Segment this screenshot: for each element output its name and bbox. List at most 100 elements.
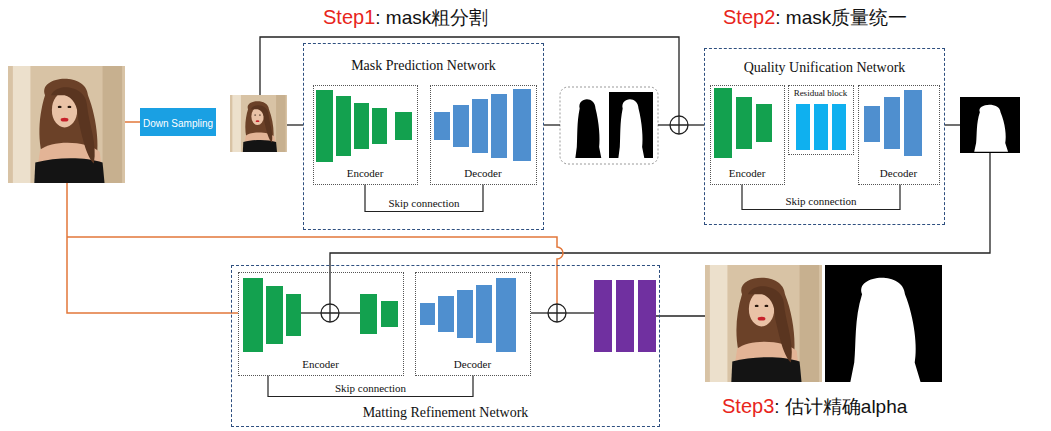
decoder-layers	[457, 290, 473, 338]
data-flow-line	[544, 124, 560, 125]
coarse-masks	[560, 87, 658, 164]
data-flow-line	[658, 124, 670, 125]
output-layers	[594, 280, 656, 352]
step-description: : mask粗分割	[375, 5, 488, 31]
encoder-layers	[736, 97, 752, 149]
encoder-box: Encoder	[313, 85, 418, 185]
decoder-layers	[496, 278, 516, 352]
data-flow-line	[260, 37, 679, 116]
decoder-box: Decoder	[415, 272, 531, 376]
alpha-matte	[825, 265, 942, 382]
encoder-layers	[286, 294, 301, 336]
decoder-layers	[476, 285, 492, 343]
add-symbol	[321, 304, 339, 322]
decoder-layers	[513, 89, 531, 161]
decoder-box: Decoder	[858, 85, 940, 185]
image-flow-line	[67, 183, 238, 313]
downsampled-photo	[230, 95, 287, 152]
step-description: : mask质量统一	[775, 5, 907, 31]
residual-layers	[814, 104, 828, 150]
output-layers	[594, 280, 612, 352]
residual-layers	[796, 104, 846, 150]
add-symbol	[548, 304, 566, 322]
downsampled-photo	[230, 95, 287, 152]
node-label: Mask Prediction Network	[351, 58, 496, 75]
encoder-box: Encoder	[710, 85, 785, 185]
node-label: Decoder	[880, 167, 917, 180]
node-label: Encoder	[729, 167, 766, 180]
image-flow-line	[67, 237, 563, 304]
step-heading: Step3: 估计精确alpha	[722, 394, 907, 420]
residual-layers	[796, 104, 810, 150]
encoder-layers	[360, 294, 377, 334]
decoder-layers	[438, 296, 454, 332]
add-symbol	[321, 116, 688, 322]
add-symbol	[670, 116, 688, 134]
output-photo	[705, 265, 822, 382]
encoder-box: Encoder	[238, 272, 404, 376]
step-number: Step3	[722, 395, 774, 418]
step-description: : 估计精确alpha	[774, 394, 907, 420]
alpha-matte	[825, 265, 942, 382]
unified-mask	[960, 97, 1020, 153]
data-flow-line	[531, 312, 548, 313]
encoder-layers	[395, 112, 412, 140]
data-flow-line	[656, 315, 705, 316]
data-flow-line	[688, 124, 704, 125]
node-label: Encoder	[347, 167, 384, 180]
encoder-layers	[756, 104, 772, 142]
coarse-masks	[618, 99, 644, 158]
network-box: Matting Refinement Network EncoderDecoder	[231, 265, 660, 427]
node-label: Decoder	[464, 167, 501, 180]
data-flow-line	[566, 312, 594, 313]
data-flow-line	[260, 37, 990, 316]
encoder-layers	[714, 88, 732, 158]
add-symbol	[548, 304, 566, 322]
image-flow-line	[67, 122, 563, 313]
add-symbol	[670, 116, 688, 134]
node-label: Down Sampling	[143, 118, 213, 129]
encoder-layers	[316, 90, 333, 162]
data-flow-line	[945, 124, 960, 125]
data-flow-line	[287, 124, 303, 125]
step-heading: Step2: mask质量统一	[723, 5, 907, 31]
node-label: Matting Refinement Network	[363, 405, 529, 422]
node-label: Quality Unification Network	[744, 60, 906, 77]
output-layers	[616, 280, 634, 352]
add-symbol	[321, 304, 339, 322]
unified-mask	[960, 97, 1020, 153]
decoder-layers	[904, 90, 922, 156]
encoder-layers	[354, 103, 369, 149]
decoder-layers	[884, 97, 900, 149]
operation-box: Down Sampling	[140, 108, 216, 136]
encoder-layers	[243, 88, 772, 352]
coarse-masks	[575, 99, 601, 158]
decoder-layers	[420, 303, 435, 325]
skip-connection	[742, 185, 900, 210]
node-label: Residual block	[794, 88, 848, 99]
input-photo	[8, 66, 125, 183]
output-photo	[705, 265, 822, 382]
step-heading: Step1: mask粗分割	[323, 5, 488, 31]
skip-connection	[365, 185, 483, 212]
decoder-box: Decoder	[430, 85, 537, 185]
input-photo	[8, 66, 125, 183]
data-flow-line	[301, 312, 321, 313]
coarse-masks	[609, 92, 653, 158]
encoder-layers	[372, 108, 387, 144]
coarse-masks	[560, 87, 658, 164]
decoder-layers	[434, 112, 450, 140]
decoder-layers	[420, 89, 922, 352]
node-label: Decoder	[454, 358, 491, 371]
unified-mask	[974, 105, 1008, 152]
edge-label: Skip connection	[386, 196, 461, 210]
decoder-layers	[864, 106, 880, 142]
edge-label: Skip connection	[333, 381, 408, 395]
encoder-layers	[266, 286, 283, 344]
decoder-layers	[491, 94, 507, 158]
residual-box: Residual block	[788, 85, 854, 155]
data-flow-line	[339, 312, 360, 313]
output-layers	[638, 280, 656, 352]
skip-connection	[268, 376, 473, 397]
